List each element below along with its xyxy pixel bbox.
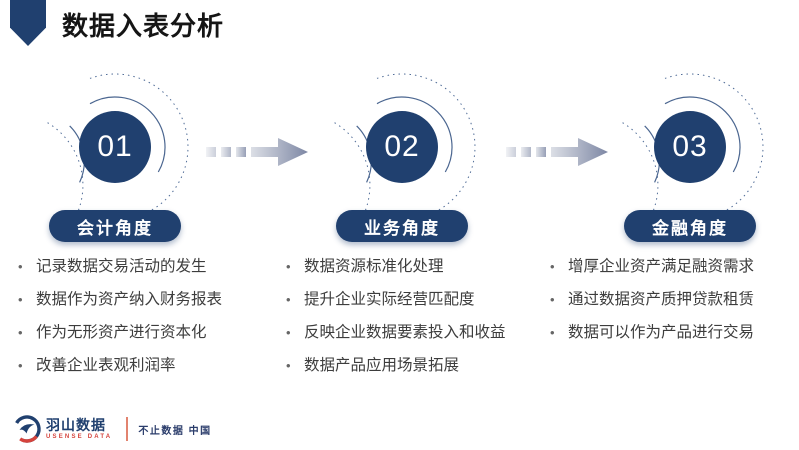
bullet-dot-icon: • <box>18 325 23 340</box>
stage-number: 01 <box>97 130 133 163</box>
stage-business: 02 业务角度 <box>326 71 478 251</box>
bullet-item: • 数据可以作为产品进行交易 <box>550 324 798 341</box>
bullet-item: • 数据作为资产纳入财务报表 <box>18 291 270 308</box>
bullet-item: • 增厚企业资产满足融资需求 <box>550 258 798 275</box>
bullet-item: • 提升企业实际经营匹配度 <box>286 291 548 308</box>
bullet-dot-icon: • <box>550 325 555 340</box>
bullet-text: 记录数据交易活动的发生 <box>36 258 207 275</box>
bullet-list-finance: • 增厚企业资产满足融资需求 • 通过数据资产质押贷款租赁 • 数据可以作为产品进行交… <box>550 258 798 357</box>
bullet-text: 数据资源标准化处理 <box>304 258 444 275</box>
bullet-text: 数据可以作为产品进行交易 <box>568 324 755 341</box>
stage-label: 金融角度 <box>652 218 728 238</box>
bullet-text: 反映企业数据要素投入和收益 <box>304 324 506 341</box>
bullet-item: • 反映企业数据要素投入和收益 <box>286 324 548 341</box>
brand-name: 羽山数据 <box>46 417 106 433</box>
bullet-dot-icon: • <box>286 325 291 340</box>
brand-tagline: 不止数据 中国 <box>138 425 212 437</box>
bullet-item: • 通过数据资产质押贷款租赁 <box>550 291 798 308</box>
bullet-dot-icon: • <box>18 259 23 274</box>
stage-label: 会计角度 <box>77 218 153 238</box>
bullet-item: • 作为无形资产进行资本化 <box>18 324 270 341</box>
page-title: 数据入表分析 <box>62 11 225 41</box>
bullet-text: 提升企业实际经营匹配度 <box>304 291 475 308</box>
stage-rings-icon <box>46 73 189 211</box>
bullet-text: 数据产品应用场景拓展 <box>304 357 460 374</box>
stage-number: 03 <box>672 130 708 163</box>
bullet-text: 通过数据资产质押贷款租赁 <box>568 291 755 308</box>
stage-number: 02 <box>384 130 420 163</box>
bullet-text: 改善企业表观利润率 <box>36 357 176 374</box>
title-marker-icon <box>10 0 46 46</box>
stage-accounting: 01 会计角度 <box>39 71 191 251</box>
bullet-item: • 改善企业表观利润率 <box>18 357 270 374</box>
flow-arrow-icon <box>206 138 308 166</box>
stage-rings-icon <box>333 73 476 211</box>
stage-label-pill: 业务角度 <box>336 210 468 242</box>
brand-name-en: USENSE DATA <box>46 434 113 440</box>
bullet-list-accounting: •记录数据交易活动的发生 •数据作为资产纳入财务报表 •作为无形资产进行资本化 … <box>18 258 270 390</box>
footer-divider <box>126 417 129 441</box>
bullet-dot-icon: • <box>286 259 291 274</box>
bullet-list-business: • 数据资源标准化处理 • 提升企业实际经营匹配度 • 反映企业数据要素投入和收益 •… <box>286 258 548 390</box>
bullet-dot-icon: • <box>286 292 291 307</box>
bullet-item: • 数据产品应用场景拓展 <box>286 357 548 374</box>
stage-label-pill: 金融角度 <box>624 210 756 242</box>
footer: 羽山数据 USENSE DATA 不止数据 中国 <box>12 413 212 445</box>
flow-arrow-icon <box>506 138 608 166</box>
bullet-item: • 记录数据交易活动的发生 <box>18 258 270 275</box>
bullet-text: 作为无形资产进行资本化 <box>36 324 207 341</box>
bullet-dot-icon: • <box>18 358 23 373</box>
stage-label: 业务角度 <box>364 218 440 238</box>
stage-label-pill: 会计角度 <box>49 210 181 242</box>
stage-finance: 03 金融角度 <box>614 71 766 251</box>
bullet-dot-icon: • <box>18 292 23 307</box>
bullet-text: 数据作为资产纳入财务报表 <box>36 291 223 308</box>
bullet-dot-icon: • <box>550 292 555 307</box>
bullet-dot-icon: • <box>550 259 555 274</box>
bullet-dot-icon: • <box>286 358 291 373</box>
brand-logo-icon <box>13 415 41 443</box>
bullet-text: 增厚企业资产满足融资需求 <box>568 258 755 275</box>
stage-rings-icon <box>621 73 764 211</box>
bullet-item: • 数据资源标准化处理 <box>286 258 548 275</box>
